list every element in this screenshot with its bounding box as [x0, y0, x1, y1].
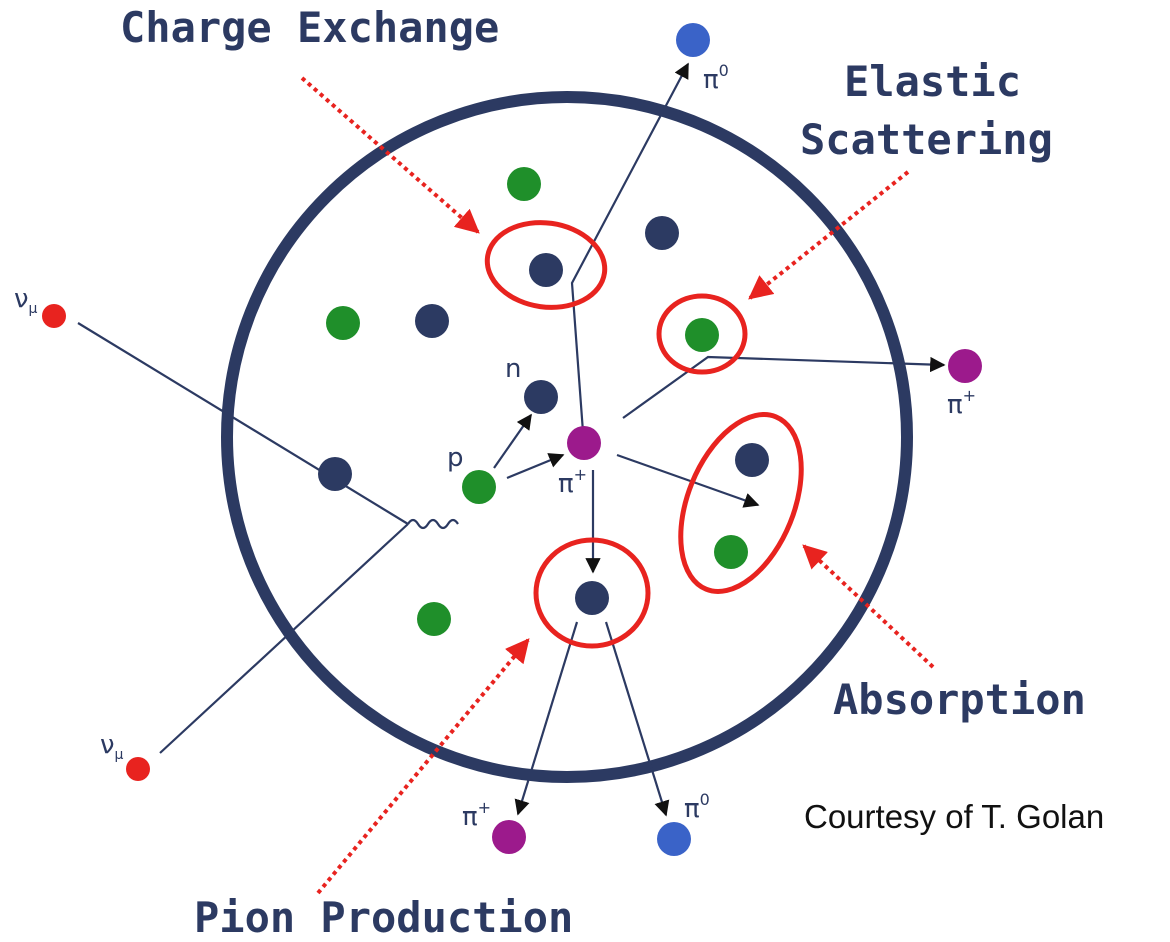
charge-exchange-ring — [484, 220, 608, 310]
proton-label: p — [447, 443, 464, 473]
nucleus-boundary — [221, 91, 913, 783]
pion-production-ring — [533, 537, 651, 649]
proton — [507, 167, 541, 201]
track-charge-exchange-pi0 — [570, 62, 689, 433]
proton — [417, 602, 451, 636]
track-proton-to-pion — [506, 453, 565, 480]
particle-labels: νμ νμ n p π+ π0 π+ π+ π0 — [14, 61, 976, 832]
track-absorption — [616, 453, 760, 508]
proton — [462, 470, 496, 504]
pion-zero-bottom — [657, 822, 691, 856]
elastic-scattering-ring — [656, 293, 748, 375]
process-highlights — [484, 220, 804, 649]
external-particles — [42, 23, 982, 856]
elastic-scattering-arrow — [748, 170, 910, 300]
pion-production-label: Pion Production — [194, 893, 573, 942]
neutron — [529, 253, 563, 287]
pion-production-arrow — [316, 638, 530, 895]
nucleons — [318, 167, 769, 636]
track-numu-in — [77, 322, 409, 525]
particle-tracks — [77, 62, 946, 817]
absorption-arrow — [802, 544, 935, 669]
proton — [326, 306, 360, 340]
pion-center-label: π+ — [558, 465, 587, 499]
proton — [714, 535, 748, 569]
absorption-ring — [678, 412, 804, 594]
neutrino-upper — [42, 304, 66, 328]
pion-charged — [567, 426, 601, 460]
track-proton-to-neutron — [493, 413, 532, 469]
pion-zero-top — [676, 23, 710, 57]
pion-zero-top-label: π0 — [703, 61, 729, 95]
pion-plus-right — [948, 349, 982, 383]
track-numu-out — [159, 523, 409, 754]
pion-zero-bottom-label: π0 — [684, 790, 710, 824]
proton — [685, 318, 719, 352]
elastic-label-line2: Scattering — [800, 115, 1053, 164]
track-production-pi0 — [604, 621, 670, 817]
elastic-label-line1: Elastic — [844, 57, 1021, 106]
callout-arrows — [300, 76, 935, 895]
neutrino-lower — [126, 757, 150, 781]
charge-exchange-arrow — [300, 76, 480, 234]
charge-exchange-label: Charge Exchange — [120, 3, 499, 52]
neutron — [318, 457, 352, 491]
absorption-label: Absorption — [833, 675, 1086, 724]
pion-plus-right-label: π+ — [947, 386, 976, 420]
neutron — [735, 443, 769, 477]
neutron — [524, 380, 558, 414]
pion-plus-bottom — [492, 820, 526, 854]
pion-plus-bottom-label: π+ — [462, 798, 491, 832]
neutron — [575, 581, 609, 615]
neutrino-upper-label: νμ — [14, 284, 38, 317]
neutron — [645, 216, 679, 250]
track-w-boson — [407, 518, 459, 530]
credit-text: Courtesy of T. Golan — [804, 798, 1104, 835]
neutron-label: n — [505, 354, 521, 384]
neutron — [415, 304, 449, 338]
track-elastic-pi-plus — [622, 355, 946, 419]
neutrino-lower-label: νμ — [100, 730, 124, 763]
track-production-pi-plus — [514, 621, 579, 816]
